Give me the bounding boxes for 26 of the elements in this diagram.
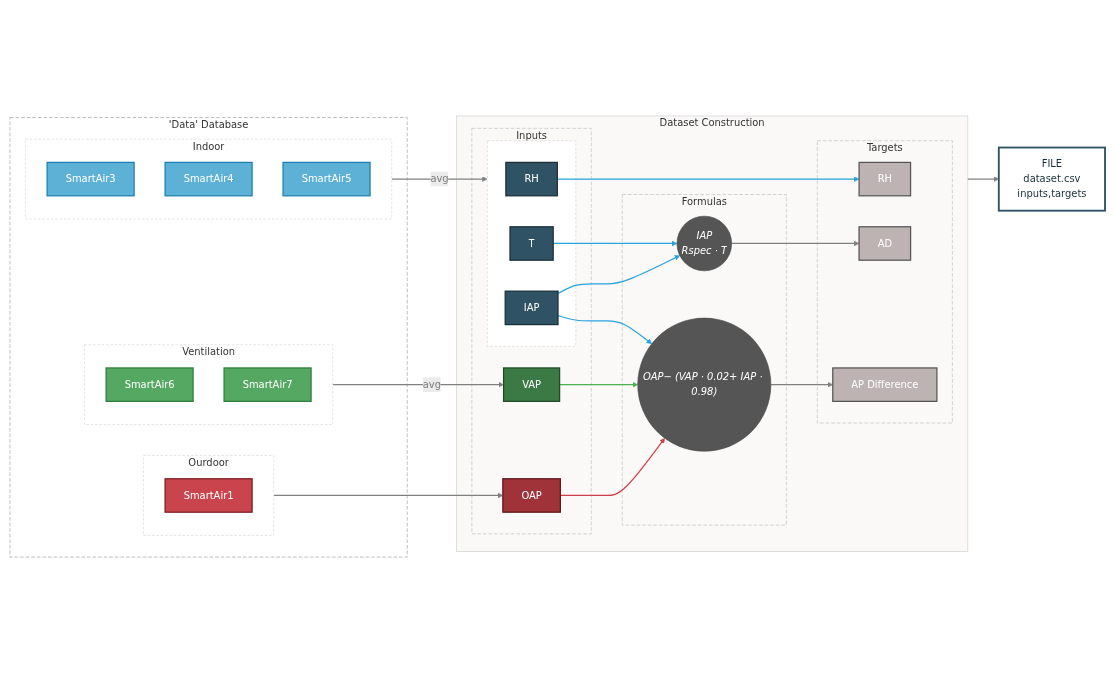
node-box: VAP: [502, 367, 561, 403]
node-box: T: [509, 226, 554, 262]
arrow: [731, 241, 860, 247]
node-box: SmartAir4: [164, 162, 253, 197]
node-box: SmartAir3: [46, 162, 135, 197]
node-circle: IAP Rspec · T: [676, 216, 732, 272]
node-box: AP Difference: [832, 367, 938, 403]
node-box: OAP: [502, 478, 561, 514]
node-box: SmartAir5: [282, 162, 371, 197]
node-box: FILE dataset.csv inputs,targets: [997, 147, 1106, 213]
arrow: [332, 382, 504, 388]
node-box: RH: [505, 162, 558, 197]
arrow: [559, 382, 638, 388]
cluster: [487, 140, 577, 348]
edge-label: avg: [422, 378, 441, 391]
node-box: RH: [858, 162, 912, 197]
node-circle: OAP− (VAP · 0.02+ IAP · 0.98): [637, 318, 772, 452]
node-box: SmartAir1: [164, 478, 253, 514]
arrow: [557, 255, 681, 295]
node-box: IAP: [504, 291, 559, 326]
edge-label: avg: [430, 173, 449, 186]
arrow: [391, 176, 488, 183]
arrow: [770, 382, 833, 388]
node-box: SmartAir7: [223, 367, 312, 403]
node-box: AD: [858, 226, 912, 262]
node-box: SmartAir6: [105, 367, 194, 403]
